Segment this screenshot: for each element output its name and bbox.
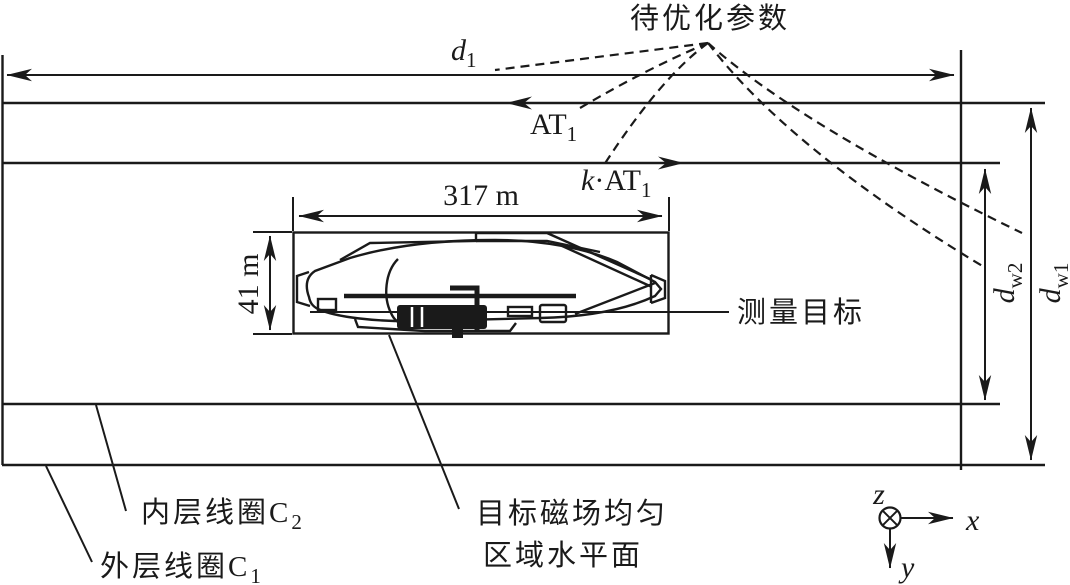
ship-stern-bracket xyxy=(295,270,311,308)
ship-lower-hull-line xyxy=(353,318,517,333)
dashed-leader-to-kat1 xyxy=(601,42,709,169)
z-axis-cross xyxy=(882,510,898,526)
outer-coil-label: 外层线圈C1 xyxy=(100,550,264,585)
dashed-leader-to-at1 xyxy=(579,41,709,109)
ship-bow-lines xyxy=(559,243,667,316)
outer-coil-leader-line xyxy=(45,465,93,563)
length-extension-lines xyxy=(292,197,670,231)
z-axis-label: z xyxy=(872,478,885,511)
dw2-label: dw2 xyxy=(988,263,1027,304)
d1-label: d1 xyxy=(451,34,477,72)
ship-deck-inner-line xyxy=(476,239,601,254)
ship-detail-rect-2 xyxy=(538,303,568,324)
dashed-leader-to-dw2 xyxy=(707,42,985,268)
ship-deck-edge xyxy=(339,231,651,281)
kat1-label: k·AT1 xyxy=(581,164,651,202)
ship-detail-rect-3 xyxy=(316,297,338,312)
at1-label: AT1 xyxy=(530,108,577,146)
measurement-target-label: 测量目标 xyxy=(737,296,865,329)
kat1-current-arrow xyxy=(658,156,684,170)
uniform-region-leader-line xyxy=(388,334,460,510)
length-317m-label: 317 m xyxy=(443,179,519,212)
dw1-label: dw1 xyxy=(1034,263,1070,304)
z-axis-into-page-icon xyxy=(878,506,902,530)
ship-keel-knob xyxy=(452,329,463,338)
dashed-leader-to-d1 xyxy=(494,41,709,72)
x-axis-label: x xyxy=(965,504,980,537)
ship-deckhouse-block xyxy=(397,305,487,329)
width-extension-lines xyxy=(253,231,292,335)
inner-coil-label: 内层线圈C2 xyxy=(141,496,305,534)
y-axis-label: y xyxy=(898,551,915,584)
ship-illustration xyxy=(295,231,667,338)
ship-mast-bracket xyxy=(450,285,480,330)
coordinate-axes xyxy=(878,506,954,569)
ship-hull-outline xyxy=(305,238,663,323)
ship-deckhouse-slits xyxy=(410,307,424,327)
optimize-parameters-label: 待优化参数 xyxy=(630,2,790,35)
at1-current-arrow xyxy=(506,96,532,110)
width-41m-label: 41 m xyxy=(232,254,265,315)
uniform-region-label-line2: 区域水平面 xyxy=(483,539,643,572)
ship-detail-rect-1 xyxy=(506,305,534,318)
dashed-leader-to-dw1 xyxy=(707,42,1023,234)
inner-coil-leader-line xyxy=(95,404,127,512)
uniform-region-label-line1: 目标磁场均匀 xyxy=(476,497,668,530)
